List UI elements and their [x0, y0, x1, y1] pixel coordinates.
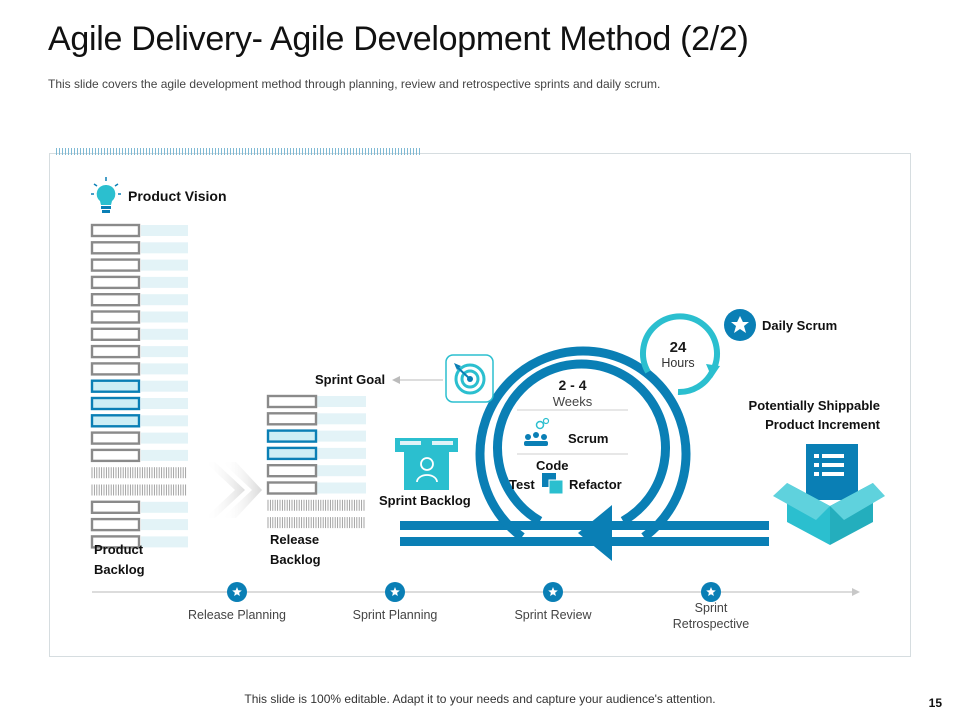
- daily-scrum-cycle: [640, 313, 720, 395]
- backlog-item: [90, 223, 188, 238]
- product-backlog-line-2: Backlog: [94, 562, 145, 577]
- backlog-item: [90, 310, 188, 324]
- sprint-backlog-label: Sprint Backlog: [379, 493, 471, 508]
- page-subtitle: This slide covers the agile development …: [48, 77, 661, 91]
- sprint-goal-label: Sprint Goal: [315, 372, 386, 387]
- release-backlog-line-1: Release: [270, 532, 320, 547]
- backlog-item: [266, 464, 366, 478]
- product-backlog-label: Product Backlog: [94, 540, 145, 580]
- backlog-item: [266, 394, 366, 409]
- sprint-goal-target-icon: [445, 354, 494, 403]
- backlog-item: [90, 275, 188, 290]
- product-increment-label: Potentially Shippable Product Increment: [720, 396, 880, 434]
- panel-hatch-decoration: [56, 148, 422, 155]
- product-increment-line-2: Product Increment: [765, 417, 880, 432]
- refactor-label: Refactor: [569, 477, 622, 492]
- sprint-backlog-icon: [395, 438, 458, 490]
- daily-hours-value: 24: [669, 339, 687, 356]
- backlog-item: [90, 535, 188, 549]
- transition-chevron: [205, 462, 262, 518]
- diagram-panel: [49, 153, 911, 657]
- cycle-duration: 2 - 4: [558, 377, 587, 393]
- scrum-label: Scrum: [568, 431, 609, 446]
- lightbulb-icon: [91, 177, 121, 213]
- backlog-item: [90, 517, 188, 532]
- product-vision-label: Product Vision: [128, 188, 227, 204]
- page-number: 15: [928, 696, 942, 710]
- backlog-item: [90, 431, 188, 445]
- backlog-item: [91, 467, 187, 479]
- code-label: Code: [536, 458, 569, 473]
- timeline: [92, 582, 860, 602]
- backlog-item: [90, 414, 188, 428]
- cycle-duration-unit: Weeks: [552, 394, 593, 409]
- release-backlog-stack: [266, 394, 366, 529]
- backlog-item: [90, 241, 188, 255]
- stage-sprint-retrospective: Sprint Retrospective: [641, 600, 781, 632]
- release-backlog-label: Release Backlog: [270, 530, 321, 570]
- backlog-item: [90, 396, 188, 411]
- daily-hours-unit: Hours: [661, 356, 695, 370]
- product-backlog-stack: [90, 223, 188, 549]
- stage-sprint-planning: Sprint Planning: [352, 608, 438, 622]
- timeline-star-icon: [543, 582, 563, 602]
- backlog-item: [91, 484, 187, 496]
- backlog-item: [90, 448, 188, 463]
- test-label: Test: [509, 477, 535, 492]
- daily-scrum-star-icon: [724, 309, 756, 341]
- sprint-cycle: [400, 346, 769, 561]
- page-title: Agile Delivery- Agile Development Method…: [48, 20, 749, 58]
- backlog-item: [90, 327, 188, 341]
- backlog-item: [90, 500, 188, 514]
- backlog-item: [266, 481, 366, 495]
- release-backlog-line-2: Backlog: [270, 552, 321, 567]
- backlog-item: [267, 499, 365, 511]
- backlog-item: [90, 258, 188, 272]
- stage-retro-line-2: Retrospective: [672, 617, 750, 631]
- cycle-arrowhead: [578, 505, 612, 561]
- backlog-item: [266, 429, 366, 443]
- stage-sprint-review: Sprint Review: [514, 608, 592, 622]
- backlog-item: [90, 293, 188, 307]
- backlog-item: [90, 362, 188, 376]
- stage-release-planning: Release Planning: [188, 608, 286, 622]
- code-refactor-icon: [542, 473, 564, 495]
- backlog-item: [90, 344, 188, 359]
- timeline-star-icon: [385, 582, 405, 602]
- daily-scrum-label: Daily Scrum: [762, 318, 838, 333]
- footer-note: This slide is 100% editable. Adapt it to…: [244, 692, 716, 706]
- product-backlog-line-1: Product: [94, 542, 144, 557]
- timeline-star-icon: [227, 582, 247, 602]
- product-increment-line-1: Potentially Shippable: [748, 398, 880, 413]
- backlog-item: [267, 517, 365, 529]
- backlog-item: [266, 446, 366, 461]
- scrum-team-icon: [524, 417, 550, 446]
- backlog-item: [90, 379, 188, 393]
- stage-retro-line-1: Sprint: [694, 601, 728, 615]
- timeline-star-icon: [701, 582, 721, 602]
- backlog-item: [266, 412, 366, 426]
- product-increment-box-icon: [773, 444, 885, 545]
